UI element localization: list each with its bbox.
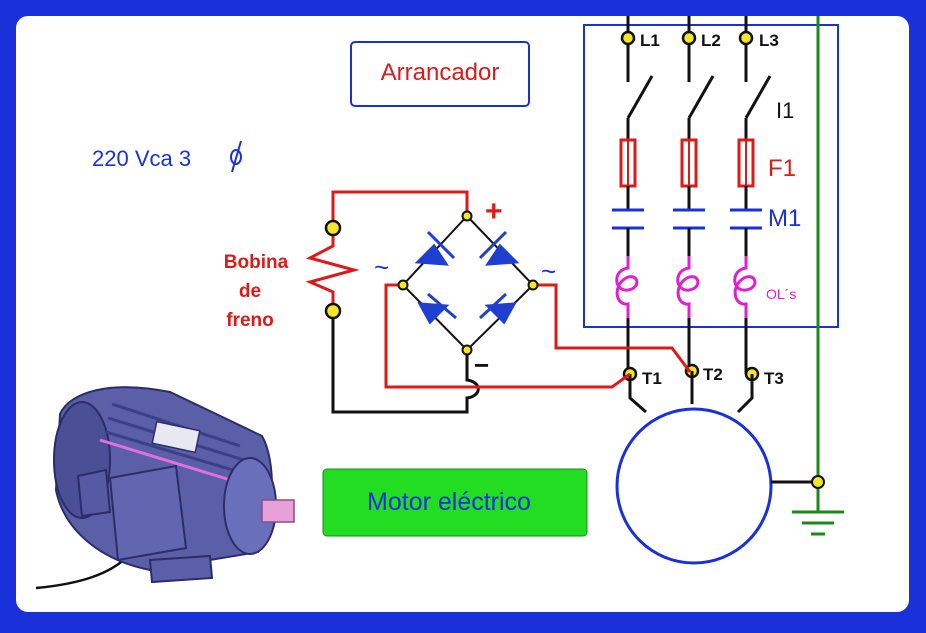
overload-label: OL´s [766,286,796,302]
brake-coil-label-line2: de [239,281,261,302]
terminal-label-t3: T3 [764,369,784,388]
starter-label: Arrancador [381,59,500,86]
phase-circuit-2 [673,16,715,379]
line-terminal [620,30,636,46]
brake-coil-icon [305,236,360,304]
diode-icons [414,230,520,325]
overload-icon [676,256,700,318]
phase-symbol-icon [230,140,242,173]
line-terminal [681,30,697,46]
motor-label-box [322,468,588,537]
rectifier-plus: + [485,195,503,228]
ground-terminal [811,475,825,489]
phase-circuit-3 [730,16,772,382]
motor-symbol [615,407,773,565]
supply-label: 220 Vca 3 [92,146,191,171]
line-terminal [738,30,754,46]
rectifier-wiring [331,190,692,414]
electric-motor-illustration [35,386,295,590]
starter-enclosure [583,24,839,328]
overload-icon [733,256,757,318]
brake-coil-label-line1: Bobina [224,252,289,273]
brake-coil-terminals [324,219,342,320]
line-label-l1: L1 [640,31,660,50]
switch-label: I1 [776,98,794,123]
phase-circuit-1 [612,16,654,382]
fuse-label: F1 [768,155,796,182]
line-label-l3: L3 [759,31,779,50]
rectifier-ac-left: ~ [374,252,389,282]
terminal-label-t2: T2 [703,365,723,384]
bridge-terminals [397,210,539,356]
line-label-l2: L2 [701,31,721,50]
switch-blade [626,75,654,119]
motor-leads [628,371,818,484]
ground-symbol-icon [792,510,844,536]
switch-blade [744,75,772,119]
rectifier-ac-right: ~ [541,256,556,286]
starter-label-box [350,41,530,107]
terminal-label-t1: T1 [642,369,662,388]
overload-icon [615,256,639,318]
rectifier-minus: − [474,350,489,380]
brake-coil-label-line3: freno [226,310,274,331]
contactor-label: M1 [768,205,801,232]
motor-label: Motor eléctrico [367,488,531,516]
phase-circuits [612,16,772,382]
switch-blade [687,75,715,119]
